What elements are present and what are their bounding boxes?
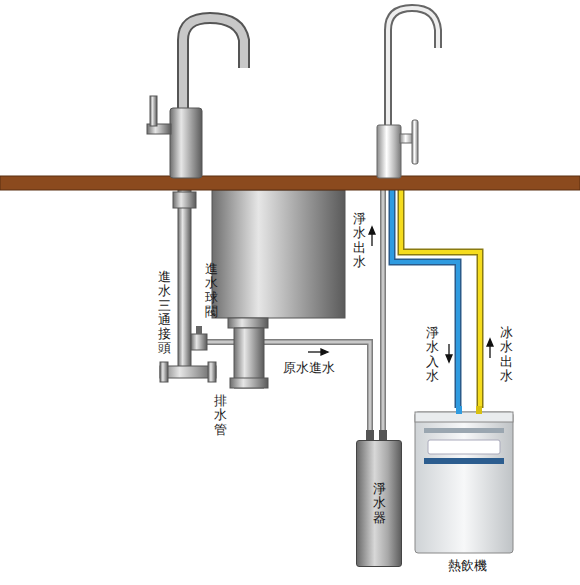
yellow-pipe [401, 186, 480, 408]
node-heading: 熱飲機 [414, 406, 520, 575]
ball-valve [191, 334, 207, 350]
flow-arrow [308, 227, 493, 362]
machine-body [414, 406, 514, 554]
part-label: 進水三通接頭 [158, 270, 171, 356]
countertop [0, 176, 580, 190]
water-filter: 淨水器 [356, 440, 402, 567]
raw-water-pipe [205, 342, 370, 436]
part-label: 冰水出水 [500, 326, 513, 383]
part-label: 進水球閥 [205, 262, 218, 319]
part-label: 淨水入水 [426, 326, 439, 383]
node-label: 淨水器 [373, 482, 386, 525]
filtered-water-pipe [380, 186, 386, 436]
part-label: 淨水出水 [353, 212, 366, 269]
part-label: 原水進水 [283, 359, 335, 377]
inlet-tee [178, 190, 191, 370]
sink-bowl [212, 190, 345, 318]
hot-drink-machine: 熱飲機 [414, 406, 520, 575]
right-faucet [377, 8, 438, 178]
left-faucet [147, 18, 244, 178]
part-label: 排水管 [214, 394, 227, 437]
